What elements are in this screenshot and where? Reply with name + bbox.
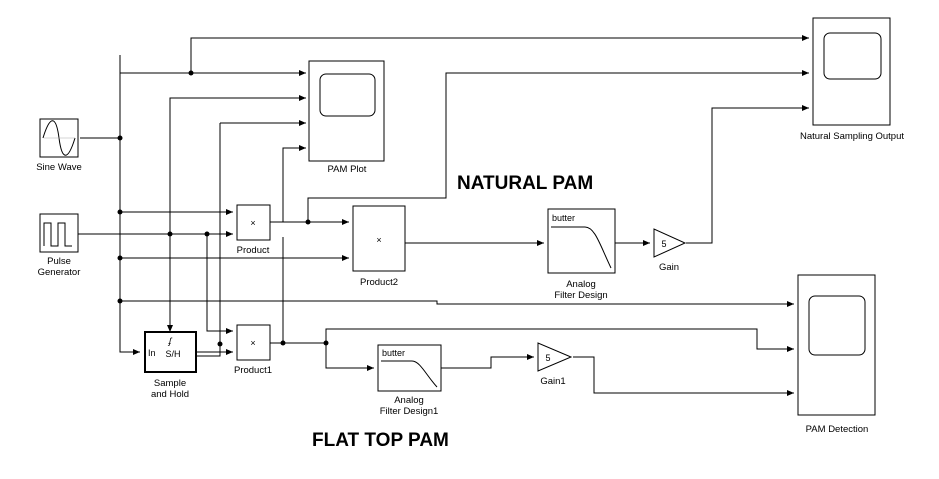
gain1-block[interactable]: 5 Gain1 <box>537 342 573 387</box>
product2-multiply-icon: × <box>376 235 381 245</box>
product-label: Product <box>237 245 270 256</box>
gain1-label: Gain1 <box>540 376 565 387</box>
sample-hold-in-port: In <box>148 348 156 358</box>
product1-label: Product1 <box>234 365 272 376</box>
analog-filter1-label-line2: Filter Design1 <box>380 406 439 417</box>
gain1-value: 5 <box>545 353 550 363</box>
natural-sampling-output-label: Natural Sampling Output <box>800 131 904 142</box>
sample-and-hold-block[interactable]: ʄ In S/H Sample and Hold <box>144 331 197 400</box>
gain-value: 5 <box>661 239 666 249</box>
pam-plot-scope[interactable]: PAM Plot <box>308 60 385 175</box>
wire-junctions <box>117 70 329 347</box>
natural-sampling-output-scope[interactable]: Natural Sampling Output <box>800 17 904 142</box>
product2-label: Product2 <box>360 277 398 288</box>
analog-filter-label-line2: Filter Design <box>554 290 607 301</box>
pulse-generator-block[interactable]: Pulse Generator <box>38 213 81 278</box>
gain-label: Gain <box>659 262 679 273</box>
product2-block[interactable]: × Product2 <box>352 205 406 288</box>
analog-filter1-label-line1: Analog <box>394 395 424 406</box>
gain-block[interactable]: 5 Gain <box>653 228 687 273</box>
sine-wave-label: Sine Wave <box>36 162 82 173</box>
analog-filter-label-line1: Analog <box>566 279 596 290</box>
product1-block[interactable]: × Product1 <box>234 324 272 376</box>
analog-filter1-type-tag: butter <box>382 348 405 358</box>
analog-filter-type-tag: butter <box>552 213 575 223</box>
pulse-generator-label-line1: Pulse <box>47 256 71 267</box>
product-block[interactable]: × Product <box>236 204 271 256</box>
flat-top-pam-title: FLAT TOP PAM <box>312 430 449 451</box>
sample-hold-sh-text: S/H <box>165 349 180 359</box>
sample-hold-label-line1: Sample <box>154 378 186 389</box>
natural-pam-title: NATURAL PAM <box>457 173 593 194</box>
analog-filter-design1-block[interactable]: butter Analog Filter Design1 <box>377 344 442 417</box>
sample-hold-label-line2: and Hold <box>151 389 189 400</box>
sine-wave-block[interactable]: Sine Wave <box>36 118 82 173</box>
pam-detection-scope[interactable]: PAM Detection <box>797 274 876 435</box>
trigger-icon: ʄ <box>168 336 173 346</box>
product-multiply-icon: × <box>250 218 255 228</box>
signal-wires <box>78 37 809 394</box>
analog-filter-design-block[interactable]: butter Analog Filter Design <box>547 208 616 301</box>
pam-detection-label: PAM Detection <box>806 424 869 435</box>
pulse-generator-label-line2: Generator <box>38 267 81 278</box>
pam-plot-label: PAM Plot <box>328 164 367 175</box>
wire-arrowheads <box>133 35 809 396</box>
product1-multiply-icon: × <box>250 338 255 348</box>
